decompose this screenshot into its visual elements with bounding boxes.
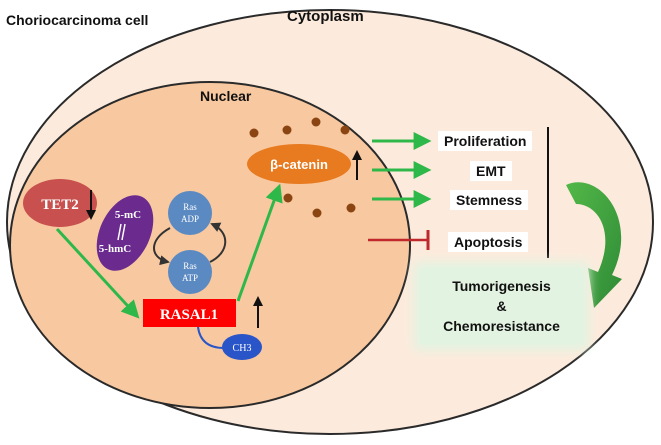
tumor-outcome-box: Tumorigenesis & Chemoresistance (420, 268, 583, 344)
five-mc-label: 5-mC (115, 209, 141, 221)
emt-label: EMT (470, 161, 512, 181)
ras-exchange-right-arrow (209, 222, 227, 263)
methylation-node (96, 195, 154, 271)
tumorigenesis-label: Tumorigenesis (452, 278, 551, 294)
ras-atp-node (168, 250, 212, 294)
rasal1-label: RASAL1 (160, 307, 218, 323)
proliferation-label: Proliferation (438, 131, 533, 151)
beta-catenin-label: β-catenin (270, 157, 328, 172)
rasal1-to-beta-catenin-arrow (236, 183, 283, 302)
ch3-node (222, 334, 262, 360)
stemness-label: Stemness (450, 190, 529, 210)
rasal1-node (143, 299, 236, 327)
ras-exchange-left-arrow (153, 227, 171, 266)
ch3-label: CH3 (233, 343, 252, 354)
five-hmc-label: 5-hmC (99, 243, 131, 255)
tet2-to-rasal1-arrow (55, 227, 140, 319)
cell-title: Choriocarcinoma cell (6, 12, 149, 28)
ch3-connector (197, 326, 225, 349)
beta-catenin-node (247, 144, 351, 184)
ras-atp-label-1: Ras (183, 261, 197, 271)
ras-adp-label-2: ADP (181, 214, 199, 224)
apoptosis-label: Apoptosis (448, 232, 529, 252)
ampersand-label: & (496, 298, 507, 314)
tet2-label: TET2 (41, 197, 79, 213)
ras-adp-node (168, 191, 212, 235)
ras-atp-label-2: ATP (182, 273, 198, 283)
cytoplasm-title: Cytoplasm (287, 8, 364, 25)
cycle-arrow (566, 182, 622, 308)
tet2-node (23, 179, 97, 227)
beta-catenin-dots (249, 117, 356, 218)
nuclear-title: Nuclear (200, 88, 252, 104)
conversion-arrows (117, 223, 126, 241)
ras-adp-label-1: Ras (183, 202, 197, 212)
chemoresistance-label: Chemoresistance (443, 318, 560, 334)
